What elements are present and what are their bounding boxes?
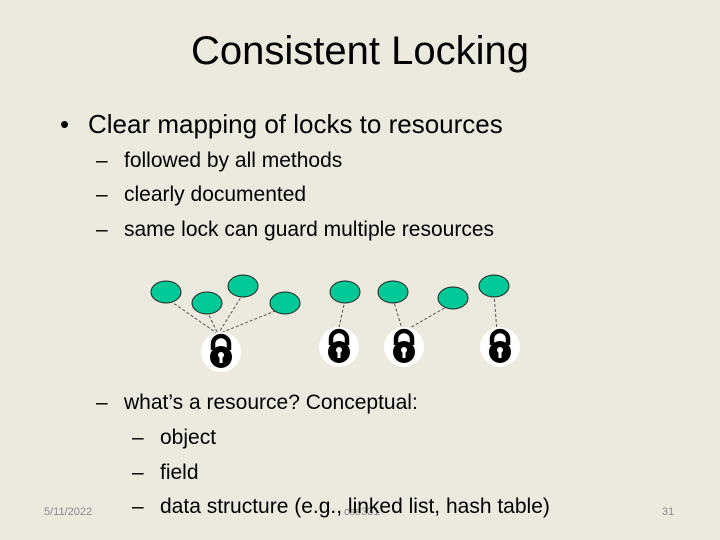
resource-node xyxy=(191,291,223,315)
sub-item-text: same lock can guard multiple resources xyxy=(124,218,495,241)
conceptual-item: –field xyxy=(132,460,199,486)
dash: – xyxy=(96,149,108,172)
question-text: what’s a resource? Conceptual: xyxy=(124,391,418,414)
resource-node xyxy=(150,280,182,304)
sub-item: –same lock can guard multiple resources xyxy=(96,217,494,243)
sub-item-text: followed by all methods xyxy=(124,149,343,172)
conceptual-item-text: object xyxy=(160,426,217,449)
resource-node xyxy=(269,291,301,315)
bullet-mark: • xyxy=(60,109,70,139)
padlock-icon xyxy=(480,327,520,367)
footer-course: cse331 xyxy=(344,506,380,518)
resource-node xyxy=(227,274,259,298)
dash: – xyxy=(96,218,108,241)
lock-resource-diagram xyxy=(150,274,720,380)
dash: – xyxy=(132,495,144,518)
question-item: –what’s a resource? Conceptual: xyxy=(96,390,418,416)
slide-title: Consistent Locking xyxy=(191,29,529,73)
padlock-icon xyxy=(201,332,241,372)
conceptual-item: –data structure (e.g., linked list, hash… xyxy=(132,494,550,520)
conceptual-item: –object xyxy=(132,425,216,451)
dash: – xyxy=(132,426,144,449)
main-bullet: • Clear mapping of locks to resources xyxy=(60,108,503,140)
resource-node xyxy=(377,280,409,304)
dash: – xyxy=(96,391,108,414)
main-bullet-text: Clear mapping of locks to resources xyxy=(88,109,503,139)
resource-node xyxy=(437,286,469,310)
sub-item: –clearly documented xyxy=(96,182,306,208)
sub-item: –followed by all methods xyxy=(96,148,342,174)
conceptual-item-text: data structure (e.g., linked list, hash … xyxy=(160,495,550,518)
sub-item-text: clearly documented xyxy=(124,183,307,206)
padlock-icon xyxy=(384,327,424,367)
connector-lines xyxy=(165,293,498,335)
conceptual-item-text: field xyxy=(160,461,199,484)
resource-node xyxy=(329,280,361,304)
resource-node xyxy=(478,274,510,298)
footer-date: 5/11/2022 xyxy=(44,506,93,518)
padlock-icon xyxy=(319,327,359,367)
dash: – xyxy=(96,183,108,206)
footer-page-number: 31 xyxy=(662,506,675,518)
dash: – xyxy=(132,461,144,484)
